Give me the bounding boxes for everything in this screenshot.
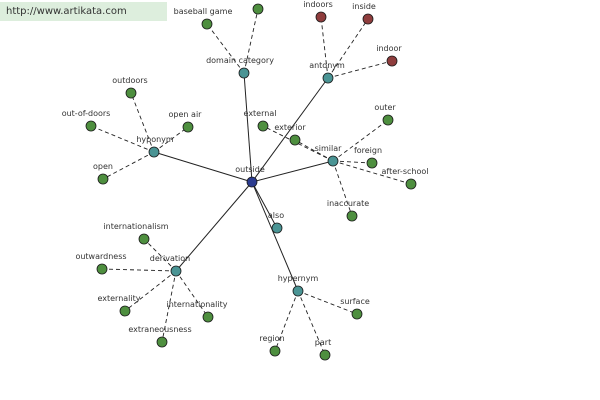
relation-node-domain[interactable]: [238, 67, 250, 79]
word-label-exterior: exterior: [274, 123, 306, 132]
edge-antonym-inside: [327, 18, 369, 79]
edge-outside-antonym: [251, 77, 329, 183]
edge-domain-baseball2: [243, 8, 259, 74]
word-label-indoors: indoors: [303, 0, 333, 9]
word-label-indoor: indoor: [376, 44, 402, 53]
edge-derivation-internationalism: [143, 238, 177, 272]
relation-label-also: also: [268, 211, 284, 220]
relation-node-similar[interactable]: [327, 155, 339, 167]
word-label-part: part: [315, 338, 331, 347]
word-node-indoor[interactable]: [386, 55, 398, 67]
word-node-exterior[interactable]: [289, 134, 301, 146]
word-label-inside: inside: [352, 2, 376, 11]
edge-hyponym-outdoors: [130, 92, 155, 153]
word-node-afterschool[interactable]: [405, 178, 417, 190]
edge-similar-foreign: [332, 160, 373, 164]
edge-similar-outer: [332, 119, 389, 162]
word-label-internationalism: internationalism: [103, 222, 168, 231]
word-node-outer[interactable]: [382, 114, 394, 126]
word-node-part[interactable]: [319, 349, 331, 361]
edge-hyponym-openair: [153, 126, 189, 153]
word-label-baseball2: baseball: [241, 0, 275, 2]
relation-node-hypernym[interactable]: [292, 285, 304, 297]
word-label-externality: externality: [97, 294, 140, 303]
word-node-outofdoors[interactable]: [85, 120, 97, 132]
edge-antonym-indoors: [320, 16, 329, 79]
word-node-external[interactable]: [257, 120, 269, 132]
word-label-internationality: internationality: [166, 300, 227, 309]
edge-domain-baseball: [206, 23, 245, 74]
relation-node-derivation[interactable]: [170, 265, 182, 277]
word-node-foreign[interactable]: [366, 157, 378, 169]
word-node-region[interactable]: [269, 345, 281, 357]
edge-hypernym-surface: [297, 290, 358, 315]
edge-outside-derivation: [175, 181, 253, 272]
word-label-outwardness: outwardness: [75, 252, 126, 261]
word-node-extraneousness[interactable]: [156, 336, 168, 348]
word-label-extraneousness: extraneousness: [128, 325, 191, 334]
site-url-banner[interactable]: http://www.artikata.com: [0, 2, 167, 21]
word-label-open: open: [93, 162, 113, 171]
word-label-afterschool: after-school: [382, 167, 429, 176]
word-label-foreign: foreign: [354, 146, 382, 155]
word-label-inaccurate: inaccurate: [327, 199, 369, 208]
word-node-inaccurate[interactable]: [346, 210, 358, 222]
word-node-outwardness[interactable]: [96, 263, 108, 275]
relation-label-antonym: antonym: [309, 61, 345, 70]
word-label-surface: surface: [340, 297, 370, 306]
word-label-external: external: [244, 109, 277, 118]
graph-nodes: [85, 3, 417, 361]
edge-outside-also: [251, 181, 278, 229]
relation-node-hyponym[interactable]: [148, 146, 160, 158]
word-label-openair: open air: [169, 110, 203, 119]
graph-edges: [90, 8, 412, 356]
word-label-outofdoors: out-of-doors: [62, 109, 111, 118]
edge-outside-domain: [243, 72, 253, 183]
word-node-indoors[interactable]: [315, 11, 327, 23]
word-label-outdoors: outdoors: [112, 76, 147, 85]
relation-label-hypernym: hypernym: [278, 274, 319, 283]
relation-label-domain: domain category: [206, 56, 274, 65]
edge-outside-hyponym: [153, 151, 253, 183]
edge-outside-hypernym: [251, 181, 299, 292]
word-label-outer: outer: [374, 103, 396, 112]
word-label-region: region: [259, 334, 284, 343]
edge-derivation-extraneousness: [161, 270, 177, 343]
word-node-outdoors[interactable]: [125, 87, 137, 99]
edge-derivation-internationality: [175, 270, 209, 318]
edge-hyponym-open: [102, 151, 155, 180]
edge-similar-inaccurate: [332, 160, 353, 217]
word-node-surface[interactable]: [351, 308, 363, 320]
edge-similar-external: [262, 125, 334, 162]
graph-labels: domain category baseball game baseball anto…: [62, 0, 429, 347]
edge-similar-exterior: [294, 139, 334, 162]
edge-hypernym-region: [274, 290, 299, 352]
edge-hypernym-part: [297, 290, 326, 356]
relation-label-derivation: derivation: [150, 254, 190, 263]
word-node-baseball[interactable]: [201, 18, 213, 30]
edge-derivation-outwardness: [101, 268, 177, 272]
word-node-internationality[interactable]: [202, 311, 214, 323]
word-label-baseball: baseball game: [174, 7, 233, 16]
relation-label-hyponym: hyponym: [136, 135, 174, 144]
edge-outside-similar: [251, 160, 334, 183]
word-node-externality[interactable]: [119, 305, 131, 317]
word-node-baseball2[interactable]: [252, 3, 264, 15]
center-label-outside: outside: [235, 165, 265, 174]
relation-node-antonym[interactable]: [322, 72, 334, 84]
word-node-inside[interactable]: [362, 13, 374, 25]
edge-derivation-externality: [124, 270, 177, 312]
center-node-outside[interactable]: [246, 176, 258, 188]
word-node-open[interactable]: [97, 173, 109, 185]
relation-node-also[interactable]: [271, 222, 283, 234]
edge-hyponym-outofdoors: [90, 125, 155, 153]
word-node-openair[interactable]: [182, 121, 194, 133]
relation-label-similar: similar: [315, 144, 343, 153]
word-node-internationalism[interactable]: [138, 233, 150, 245]
